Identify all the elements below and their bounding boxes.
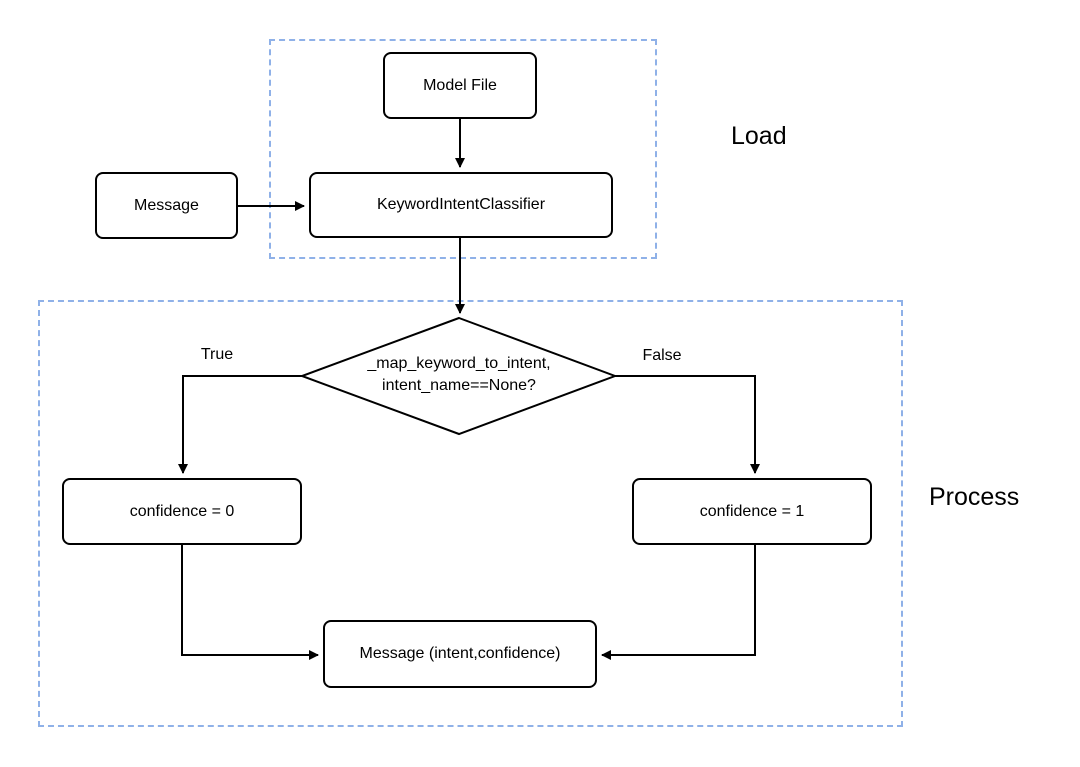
node-model-file: Model File xyxy=(383,52,537,119)
load-region-outline xyxy=(269,39,657,259)
node-confidence-zero: confidence = 0 xyxy=(62,478,302,545)
decision-diamond-shape xyxy=(299,316,618,436)
edge-decision-true xyxy=(178,375,302,474)
false-branch-label: False xyxy=(642,347,682,364)
node-message-input: Message xyxy=(95,172,238,239)
edge-conf1-to-messageout xyxy=(601,545,756,660)
load-region-label: Load xyxy=(731,122,787,150)
edge-conf0-to-messageout xyxy=(181,545,319,660)
decision-diamond-label: _map_keyword_to_intent, intent_name==Non… xyxy=(367,355,551,394)
edge-decision-false xyxy=(615,375,760,474)
process-region-label: Process xyxy=(929,483,1020,511)
true-branch-label: True xyxy=(200,346,234,363)
node-message-output: Message (intent,confidence) xyxy=(323,620,597,688)
process-region-outline xyxy=(38,300,903,727)
node-keyword-intent-classifier: KeywordIntentClassifier xyxy=(309,172,613,238)
node-confidence-one: confidence = 1 xyxy=(632,478,872,545)
